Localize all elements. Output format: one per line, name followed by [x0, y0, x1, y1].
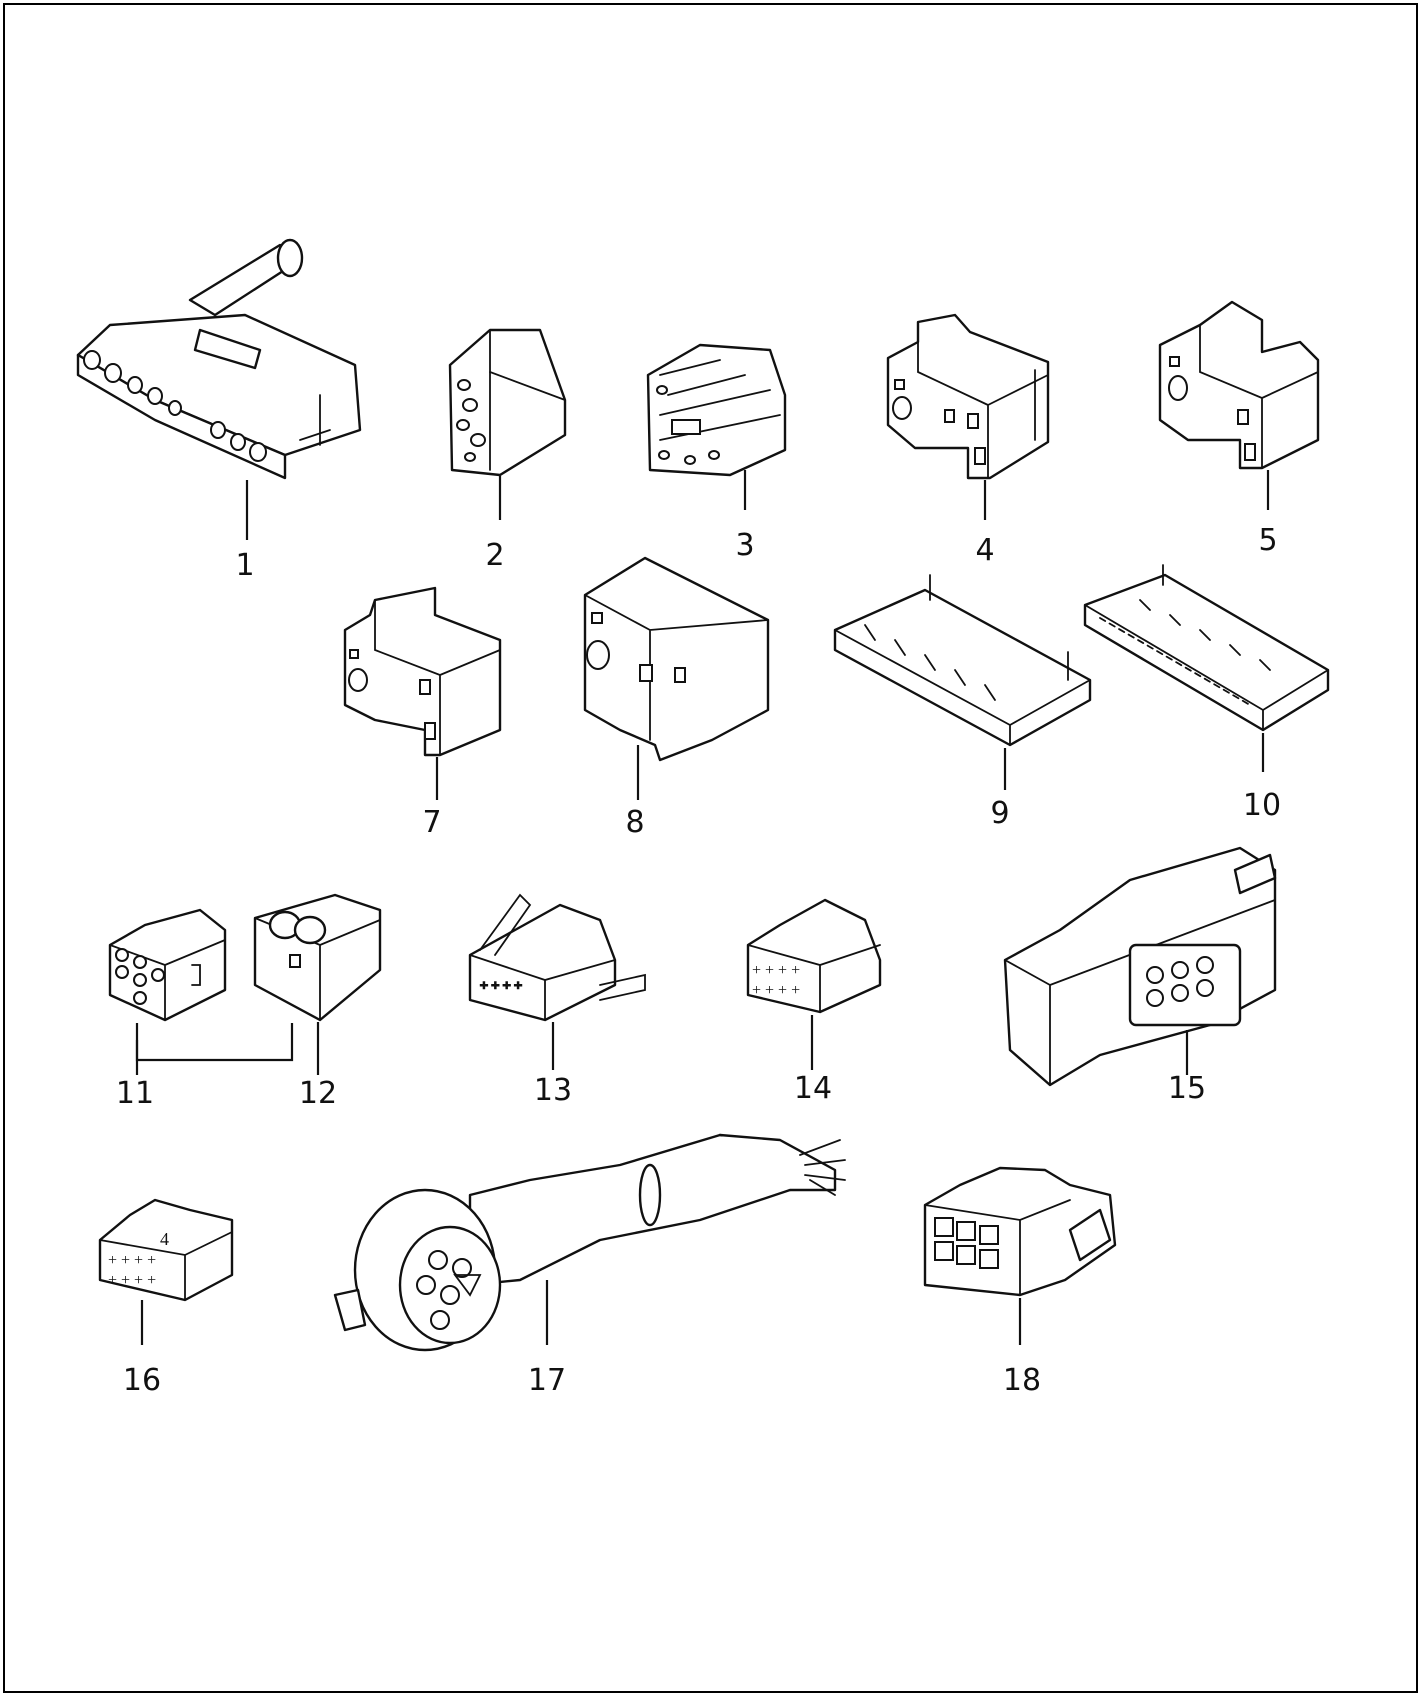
callout-7: 7	[422, 805, 441, 840]
callout-5: 5	[1258, 523, 1277, 558]
part-15-connector-housing	[1003, 846, 1277, 1087]
leader-11-12	[135, 1023, 294, 1062]
callout-14: 14	[794, 1071, 832, 1106]
svg-text:+ + + +: + + + +	[108, 1272, 156, 1289]
part-13-connector: + + + +	[468, 893, 646, 1022]
callout-10: 10	[1243, 788, 1281, 823]
svg-text:+ + + +: + + + +	[752, 962, 800, 979]
callout-2: 2	[485, 538, 504, 573]
svg-text:4: 4	[160, 1229, 169, 1249]
part-14-connector: + + + + + + + +	[746, 898, 882, 1014]
callout-12: 12	[299, 1076, 337, 1111]
part-1-connector-strip	[76, 238, 362, 480]
callout-3: 3	[735, 528, 754, 563]
callout-9: 9	[990, 796, 1009, 831]
callout-16: 16	[123, 1363, 161, 1398]
part-5-connector-housing	[1158, 300, 1320, 470]
svg-text:+ + + +: + + + +	[752, 982, 800, 999]
part-11-connector	[108, 908, 227, 1022]
svg-text:+ + + +: + + + +	[480, 979, 522, 994]
part-8-connector-housing	[583, 556, 770, 762]
callout-13: 13	[534, 1073, 572, 1108]
part-2-connector	[448, 328, 567, 477]
part-9-contact-strip	[833, 574, 1092, 747]
callout-11: 11	[116, 1076, 154, 1111]
callout-1: 1	[235, 548, 254, 583]
callout-4: 4	[975, 533, 994, 568]
callout-18: 18	[1003, 1363, 1041, 1398]
callout-8: 8	[625, 805, 644, 840]
part-4-connector-housing	[886, 313, 1050, 480]
part-16-connector: + + + + + + + + 4	[98, 1198, 234, 1302]
part-7-connector-housing	[343, 586, 502, 757]
part-17-round-connector-cable	[333, 1133, 846, 1352]
part-12-connector	[253, 893, 382, 1022]
svg-text:+ + + +: + + + +	[108, 1252, 156, 1269]
part-3-connector-block	[646, 343, 787, 477]
part-10-contact-strip	[1083, 564, 1330, 732]
callout-17: 17	[528, 1363, 566, 1398]
callout-15: 15	[1168, 1071, 1206, 1106]
part-18-connector	[923, 1166, 1117, 1297]
